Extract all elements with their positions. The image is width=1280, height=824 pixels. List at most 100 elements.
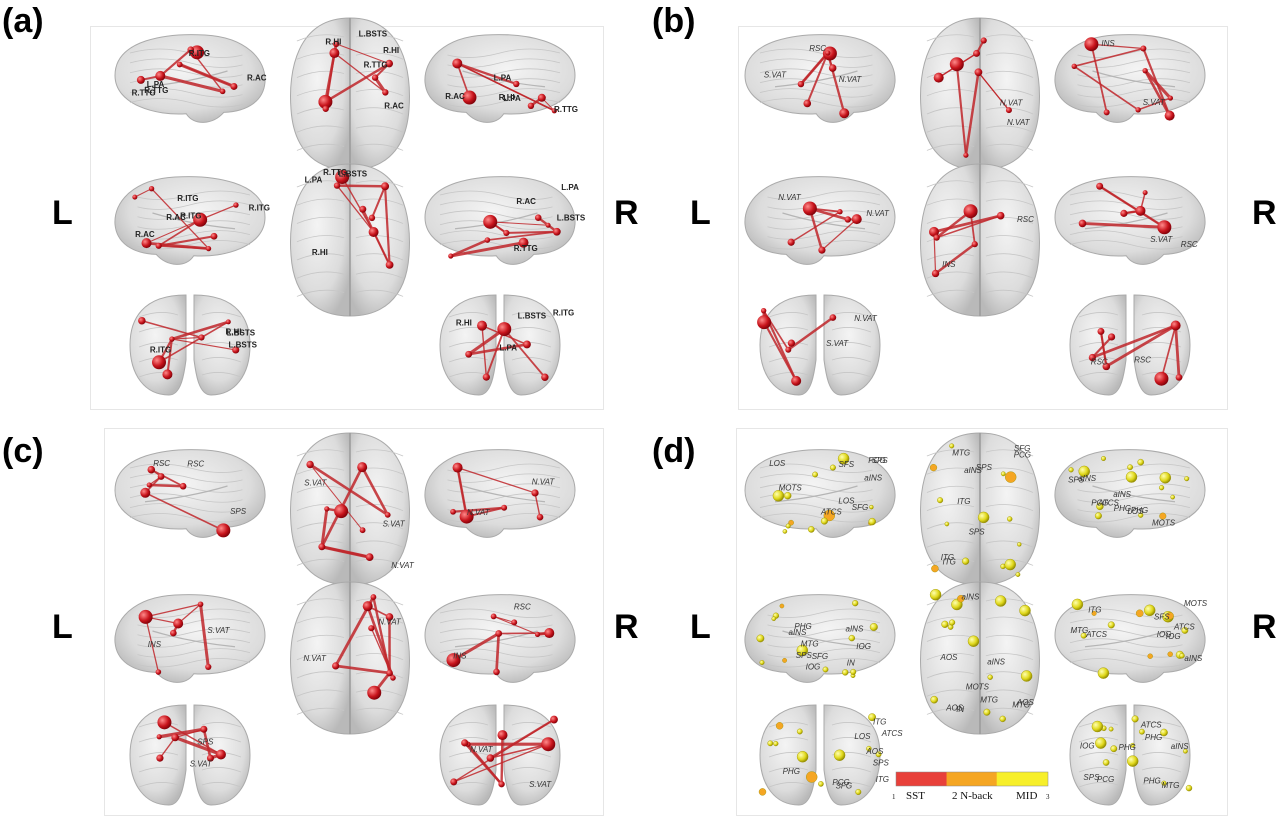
panel-c-connection-edge	[158, 727, 205, 739]
panel-c-connection-edge	[144, 492, 224, 532]
panel-d-brain-right-lateral-outline	[1054, 449, 1206, 538]
panel-d-node	[823, 509, 835, 522]
panel-b-region-label: S.VAT	[764, 70, 787, 79]
panel-a-node	[545, 222, 551, 228]
panel-c-region-label: S.VAT	[207, 626, 230, 635]
panel-b-region-label: RSC	[1017, 215, 1034, 224]
panel-b-region-label: N.VAT	[778, 193, 802, 202]
panel-c-region-label: RSC	[187, 460, 204, 469]
panel-c-node	[334, 504, 349, 519]
panel-b-brain-axial-top-gyrus	[926, 70, 975, 78]
panel-c-connection-edge	[452, 632, 500, 662]
panel-c-connection-edge	[493, 615, 538, 635]
panel-d-node	[1159, 512, 1167, 520]
panel-a-node	[448, 253, 454, 259]
panel-b-node	[929, 226, 940, 237]
panel-b-node	[1071, 63, 1077, 70]
panel-b-node	[1103, 109, 1110, 116]
panel-d-region-label: ITG	[943, 557, 956, 566]
panel-c-connection-edge	[320, 508, 329, 547]
panel-a-connection-edge	[361, 208, 391, 266]
panel-d-brain-axial-bottom-gyrus	[985, 598, 1034, 606]
panel-d-brain-right-medial-gyrus	[1069, 638, 1183, 648]
panel-d-node	[1166, 612, 1174, 620]
panel-d-node	[833, 749, 846, 761]
panel-a-region-label: L.PA	[305, 175, 323, 184]
panel-b-region-label: S.VAT	[1143, 98, 1166, 107]
panel-a-brain-axial-bottom-gyrus	[355, 235, 404, 243]
panel-d-brain-right-lateral-sulcus	[1092, 485, 1176, 503]
panel-b-node	[933, 234, 940, 241]
panel-c-label: (c)	[2, 432, 44, 470]
panel-b-node	[1142, 67, 1148, 74]
panel-b-node	[837, 209, 843, 215]
panel-c-connection-edge	[309, 464, 363, 531]
panel-c-node	[511, 619, 518, 626]
panel-b-node	[1005, 107, 1012, 114]
panel-b-brain-axial-bottom-gyrus	[985, 289, 1034, 297]
panel-c-connection-edge	[361, 466, 389, 516]
panel-d-node	[818, 781, 824, 787]
panel-c-connection-edge	[199, 604, 210, 668]
panel-a-connection-edge	[337, 184, 386, 188]
panel-c-brain-right-lateral-gyrus	[447, 493, 561, 503]
panel-d-region-label: MTG	[801, 639, 819, 648]
panel-a-node	[518, 237, 529, 248]
panel-b-brain-axial-top-gyrus	[926, 52, 975, 60]
panel-c-brain-left-medial	[114, 594, 266, 683]
panel-d-node	[837, 452, 850, 465]
panel-d-node	[1091, 610, 1097, 616]
panel-d-brain-coronal-back-gyrus	[1078, 782, 1119, 788]
panel-d-brain-axial-bottom	[920, 581, 1040, 735]
panel-b-connection-edge	[787, 316, 834, 351]
panel-a-brain-axial-bottom-gyrus	[296, 235, 345, 243]
panel-a-node	[322, 105, 329, 112]
panel-b-node	[818, 246, 826, 254]
panel-b-brain-right-medial-sulcus	[1084, 212, 1168, 230]
panel-b-connection-edge	[1082, 221, 1165, 229]
panel-b-brain-axial-top-gyrus	[926, 34, 975, 42]
panel-c-brain-axial-bottom-gyrus	[355, 616, 404, 624]
panel-d-brain-axial-bottom-gyrus	[985, 707, 1034, 715]
panel-b-brain-coronal-back-gyrus	[1078, 342, 1119, 348]
panel-d-region-label: aINS	[1171, 742, 1189, 751]
panel-c-brain-axial-bottom-gyrus	[296, 689, 345, 697]
panel-b-right-label: R	[1252, 194, 1277, 232]
colorbar-tick-max: 3	[1046, 793, 1050, 801]
panel-b-node	[1140, 45, 1147, 52]
panel-c-brain-axial-top-gyrus	[296, 522, 345, 530]
panel-b-brain-coronal-front	[759, 294, 881, 396]
panel-a-brain-left-medial-gyrus	[137, 210, 251, 220]
colorbar: 1 SST 2 N-back MID 3	[892, 771, 1050, 802]
panel-a-node	[176, 61, 183, 68]
panel-d-node	[779, 603, 785, 609]
panel-a-region-label: R.ITG	[189, 49, 210, 58]
panel-a-node	[233, 202, 239, 208]
panel-a-brain-left-lateral-gyrus	[129, 88, 243, 98]
panel-a-brain-right-medial-gyrus	[439, 190, 553, 200]
panel-c-node	[459, 509, 474, 524]
panel-c-region-label: N.VAT	[303, 654, 327, 663]
panel-c-region-label: S.VAT	[304, 479, 327, 488]
panel-b-brain-coronal-front-gyrus	[831, 327, 872, 333]
panel-d-node	[1125, 471, 1138, 483]
panel-d-region-label: PHG	[783, 767, 800, 776]
panel-a-node	[523, 340, 531, 349]
panel-b-connection-edge	[1174, 325, 1181, 378]
panel-b-connection-edge	[1091, 336, 1113, 359]
panel-b-region-label: RSC	[1134, 356, 1151, 365]
panel-a-brain-axial-top-gyrus	[296, 70, 345, 78]
panel-c-node	[390, 675, 396, 681]
panel-d-region-label: ATCS	[1140, 720, 1162, 729]
panel-a-region-label: R.HI	[456, 318, 472, 327]
panel-d-brain-left-medial-gyrus	[767, 628, 881, 638]
panel-d-node	[850, 668, 857, 675]
panel-a-region-label: L.BSTS	[359, 30, 388, 39]
panel-a-region-label: R.AC	[516, 197, 536, 206]
panel-c-brain-axial-top-gyrus	[355, 449, 404, 457]
panel-b-node	[1120, 209, 1128, 217]
panel-d-brain-left-lateral-gyrus	[759, 483, 873, 493]
panel-a-connection-edge	[141, 320, 202, 339]
panel-a-region-label: L.PA	[494, 73, 512, 82]
panel-d-region-label: SFG	[1014, 444, 1030, 453]
